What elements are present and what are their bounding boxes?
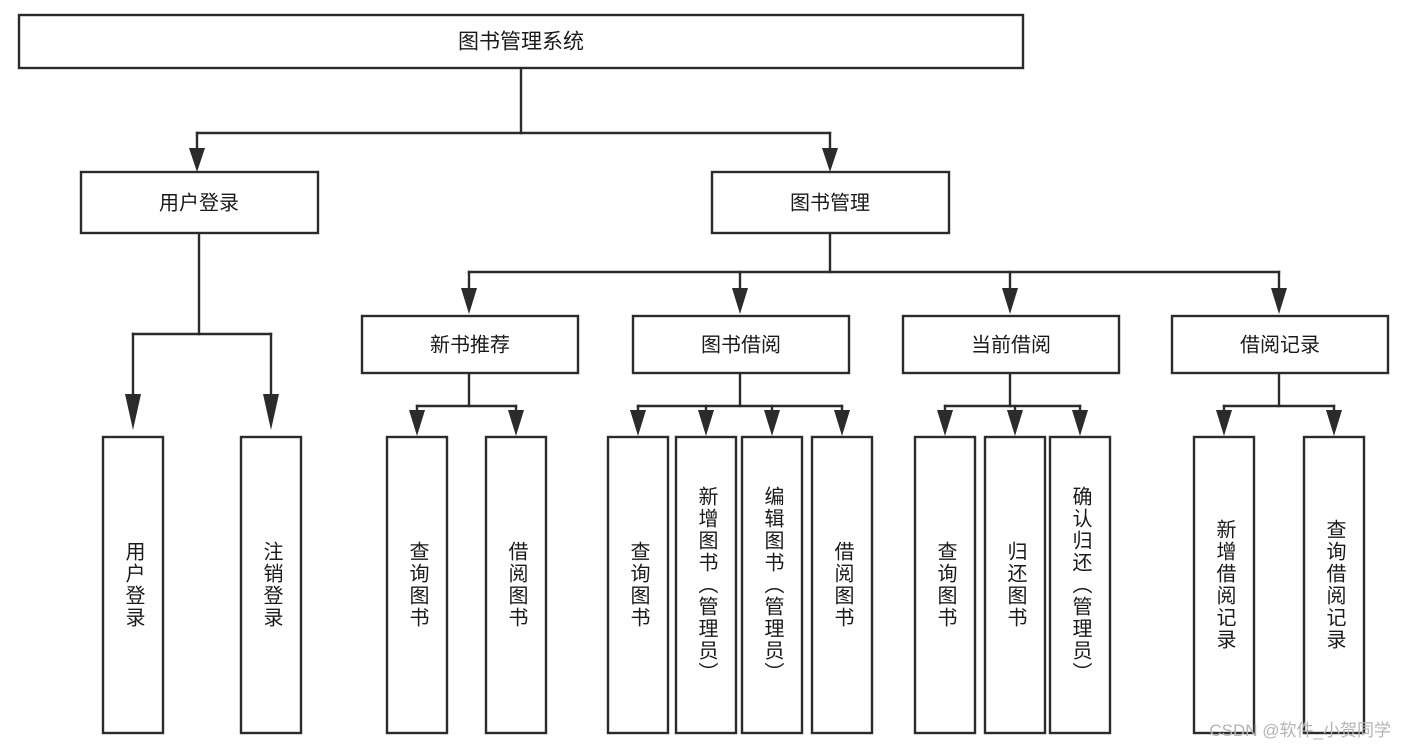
label-book-borrow: 图书借阅 <box>701 333 781 356</box>
node-leaf-add-book-admin[interactable] <box>674 435 738 735</box>
arrow-head-bookborrow-leaf3 <box>764 410 780 436</box>
node-leaf-logout[interactable] <box>239 435 303 735</box>
arrow-head-bookborrow-leaf2 <box>698 410 714 436</box>
node-borrow-record[interactable] <box>1170 314 1390 375</box>
arrow-head-user-login <box>189 148 205 172</box>
node-book-management[interactable] <box>710 170 951 235</box>
label-borrow-record: 借阅记录 <box>1240 333 1320 356</box>
node-root-book-system[interactable] <box>17 13 1025 70</box>
node-box-group <box>17 13 1390 735</box>
arrow-head-current-borrow <box>1002 288 1018 314</box>
label-new-book-recommend: 新书推荐 <box>430 333 510 356</box>
node-new-book-recommend[interactable] <box>360 314 580 375</box>
arrow-head-borrow-record <box>1271 288 1287 314</box>
arrow-head-currentborrow-leaf3 <box>1072 410 1088 436</box>
node-leaf-add-borrow-record[interactable] <box>1192 435 1256 735</box>
arrow-head-book-borrow <box>732 288 748 314</box>
arrow-head-borrowrecord-leaf2 <box>1326 410 1342 436</box>
label-book-management: 图书管理 <box>790 191 870 214</box>
node-leaf-user-login[interactable] <box>101 435 165 735</box>
node-book-borrow[interactable] <box>631 314 851 375</box>
arrow-head-bookborrow-leaf4 <box>834 410 850 436</box>
arrow-head-borrowrecord-leaf1 <box>1216 410 1232 436</box>
node-current-borrow[interactable] <box>901 314 1121 375</box>
node-leaf-query-borrow-record[interactable] <box>1302 435 1366 735</box>
node-user-login[interactable] <box>79 170 320 235</box>
edge-group <box>125 66 1342 436</box>
node-leaf-edit-book-admin[interactable] <box>740 435 804 735</box>
watermark-text: CSDN @软件_小贺同学 <box>1209 721 1391 740</box>
label-root-book-system: 图书管理系统 <box>458 31 584 54</box>
arrow-head-book-mgmt <box>822 148 838 172</box>
arrow-head-new-book <box>461 288 477 314</box>
node-label-group: 图书管理系统 用户登录 图书管理 新书推荐 图书借阅 当前借阅 借阅记录 <box>159 31 1320 357</box>
arrow-head-user-login-leaf1 <box>125 394 141 430</box>
label-user-login: 用户登录 <box>159 191 239 214</box>
node-leaf-query-book-bb[interactable] <box>606 435 670 735</box>
node-leaf-confirm-return-admin[interactable] <box>1048 435 1112 735</box>
arrow-head-newbook-leaf2 <box>508 410 524 436</box>
node-leaf-return-book[interactable] <box>983 435 1047 735</box>
node-leaf-query-book-nb[interactable] <box>385 435 449 735</box>
arrow-head-user-login-leaf2 <box>263 394 279 430</box>
arrow-head-newbook-leaf1 <box>409 410 425 436</box>
arrow-head-currentborrow-leaf1 <box>937 410 953 436</box>
node-leaf-borrow-book-nb[interactable] <box>484 435 548 735</box>
arrow-head-currentborrow-leaf2 <box>1007 410 1023 436</box>
node-leaf-query-book-cb[interactable] <box>913 435 977 735</box>
arrow-head-bookborrow-leaf1 <box>630 410 646 436</box>
label-current-borrow: 当前借阅 <box>971 333 1051 356</box>
node-leaf-borrow-book-bb[interactable] <box>810 435 874 735</box>
